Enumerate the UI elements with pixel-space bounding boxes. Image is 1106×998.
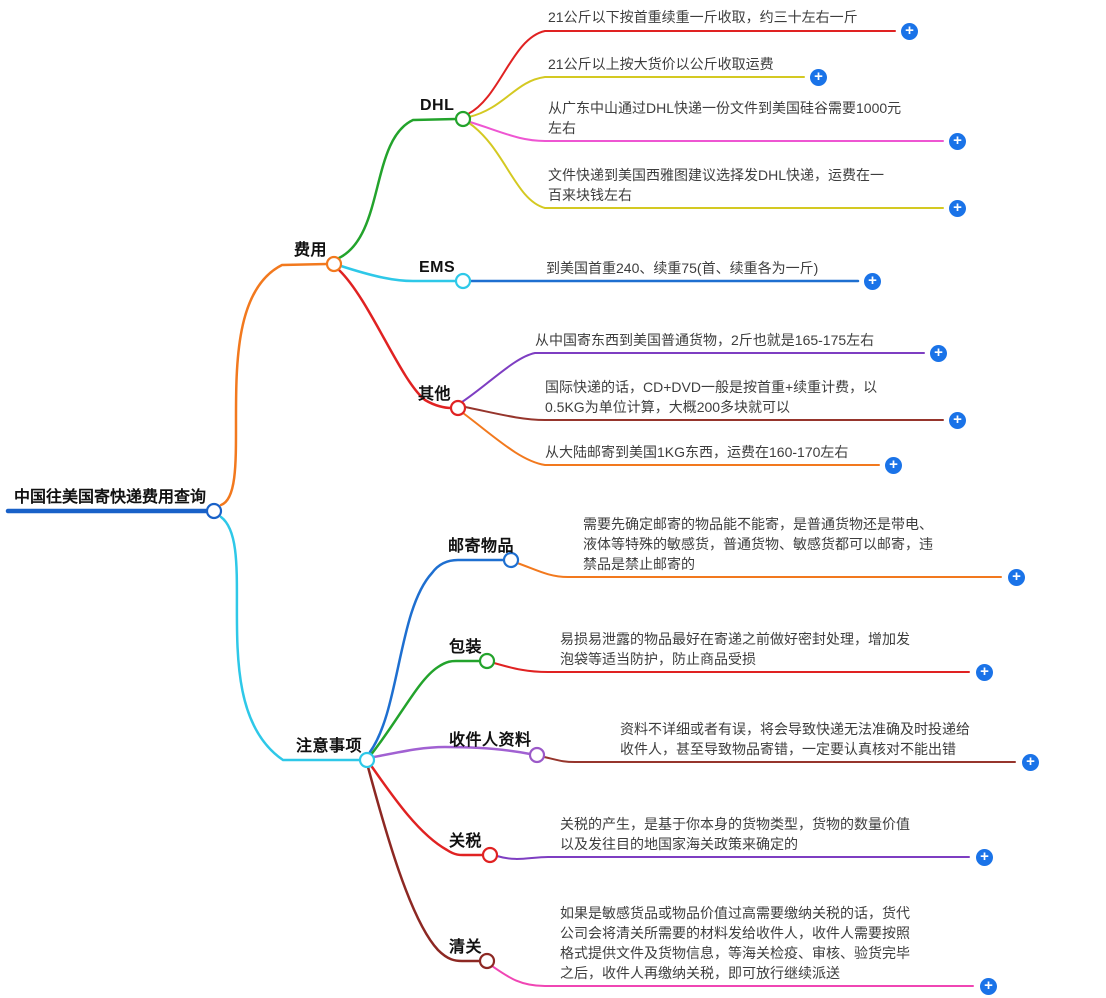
expand-button-tariff-1[interactable]: +: [976, 849, 993, 866]
node-label-packing[interactable]: 包装: [449, 639, 483, 656]
node-label-ems[interactable]: EMS: [419, 259, 456, 276]
leaf-line-other-3: [462, 412, 880, 466]
node-circle-recipient[interactable]: [528, 746, 546, 764]
leaf-text-ems-1[interactable]: 到美国首重240、续重75(首、续重各为一斤): [546, 260, 819, 276]
node-circle-notes[interactable]: [358, 751, 376, 769]
branch-line-ems: [339, 264, 458, 283]
branch-line-items: [368, 558, 506, 754]
plus-icon: +: [1026, 753, 1035, 770]
expand-button-dhl-3[interactable]: +: [949, 133, 966, 150]
leaf-text-other-1[interactable]: 从中国寄东西到美国普通货物，2斤也就是165-175左右: [535, 332, 875, 348]
branch-line-recipient: [372, 745, 532, 759]
plus-icon: +: [1012, 568, 1021, 585]
leaf-line-dhl-2: [468, 76, 805, 118]
expand-button-items-1[interactable]: +: [1008, 569, 1025, 586]
node-label-items[interactable]: 邮寄物品: [448, 538, 515, 555]
leaf-line-items-1: [516, 562, 1002, 578]
leaf-text-items-1[interactable]: 需要先确定邮寄的物品能不能寄，是普通货物还是带电、液体等特殊的敏感货，普通货物、…: [583, 516, 933, 572]
node-label-dhl[interactable]: DHL: [420, 97, 455, 114]
node-label-notes[interactable]: 注意事项: [296, 738, 363, 755]
plus-icon: +: [905, 22, 914, 39]
plus-icon: +: [953, 411, 962, 428]
node-circle-root[interactable]: [205, 502, 223, 520]
node-circle-other[interactable]: [449, 399, 467, 417]
leaf-text-clearance-1[interactable]: 如果是敏感货品或物品价值过高需要缴纳关税的话，货代公司会将清关所需要的材料发给收…: [560, 905, 910, 981]
branch-line-notes: [219, 515, 362, 762]
leaf-text-dhl-2[interactable]: 21公斤以上按大货价以公斤收取运费: [548, 56, 774, 72]
leaf-text-recipient-1[interactable]: 资料不详细或者有误，将会导致快递无法准确及时投递给收件人，甚至导致物品寄错，一定…: [620, 721, 970, 757]
node-circle-clearance[interactable]: [478, 952, 496, 970]
expand-button-ems-1[interactable]: +: [864, 273, 881, 290]
expand-button-dhl-1[interactable]: +: [901, 23, 918, 40]
leaf-line-clearance-1: [491, 965, 974, 987]
plus-icon: +: [868, 272, 877, 289]
node-circle-fee[interactable]: [325, 255, 343, 273]
expand-button-dhl-4[interactable]: +: [949, 200, 966, 217]
plus-icon: +: [953, 132, 962, 149]
node-circle-dhl[interactable]: [454, 110, 472, 128]
leaf-text-other-3[interactable]: 从大陆邮寄到美国1KG东西，运费在160-170左右: [545, 444, 849, 460]
leaf-text-other-2[interactable]: 国际快递的话，CD+DVD一般是按首重+续重计费，以0.5KG为单位计算，大概2…: [545, 379, 878, 415]
plus-icon: +: [889, 456, 898, 473]
leaf-line-other-2: [464, 406, 944, 421]
node-circle-ems[interactable]: [454, 272, 472, 290]
plus-icon: +: [980, 848, 989, 865]
leaf-text-dhl-4[interactable]: 文件快递到美国西雅图建议选择发DHL快递，运费在一百来块钱左右: [548, 167, 885, 203]
expand-button-packing-1[interactable]: +: [976, 664, 993, 681]
leaf-text-dhl-1[interactable]: 21公斤以下按首重续重一斤收取，约三十左右一斤: [548, 9, 858, 25]
node-label-recipient[interactable]: 收件人资料: [449, 732, 532, 749]
branch-line-fee: [219, 262, 329, 507]
expand-button-other-3[interactable]: +: [885, 457, 902, 474]
node-label-root[interactable]: 中国往美国寄快递费用查询: [14, 489, 207, 506]
node-label-tariff[interactable]: 关税: [449, 833, 483, 850]
plus-icon: +: [934, 344, 943, 361]
branch-line-dhl: [337, 117, 458, 260]
leaf-text-dhl-3[interactable]: 从广东中山通过DHL快递一份文件到美国硅谷需要1000元左右: [548, 100, 902, 136]
node-circle-items[interactable]: [502, 551, 520, 569]
branch-line-other: [337, 268, 453, 410]
node-circle-packing[interactable]: [478, 652, 496, 670]
node-label-fee[interactable]: 费用: [294, 242, 328, 259]
leaf-line-packing-1: [493, 662, 970, 673]
node-label-clearance[interactable]: 清关: [449, 939, 483, 956]
expand-button-clearance-1[interactable]: +: [980, 978, 997, 995]
expand-button-other-1[interactable]: +: [930, 345, 947, 362]
expand-button-recipient-1[interactable]: +: [1022, 754, 1039, 771]
leaf-line-dhl-4: [468, 122, 944, 209]
leaf-line-recipient-1: [543, 756, 1016, 763]
leaf-line-dhl-3: [469, 121, 944, 142]
leaf-line-tariff-1: [496, 855, 970, 860]
branch-line-clearance: [366, 765, 482, 963]
leaf-text-tariff-1[interactable]: 关税的产生，是基于你本身的货物类型，货物的数量价值以及发往目的地国家海关政策来确…: [560, 816, 910, 852]
plus-icon: +: [980, 663, 989, 680]
plus-icon: +: [814, 68, 823, 85]
branch-line-packing: [368, 659, 482, 758]
leaf-line-other-1: [461, 352, 925, 403]
branch-line-tariff: [368, 762, 485, 857]
plus-icon: +: [953, 199, 962, 216]
leaf-text-packing-1[interactable]: 易损易泄露的物品最好在寄递之前做好密封处理，增加发泡袋等适当防护，防止商品受损: [560, 631, 910, 667]
expand-button-dhl-2[interactable]: +: [810, 69, 827, 86]
node-label-other[interactable]: 其他: [418, 386, 452, 403]
expand-button-other-2[interactable]: +: [949, 412, 966, 429]
node-circle-tariff[interactable]: [481, 846, 499, 864]
plus-icon: +: [984, 977, 993, 994]
leaf-line-dhl-1: [467, 30, 896, 115]
